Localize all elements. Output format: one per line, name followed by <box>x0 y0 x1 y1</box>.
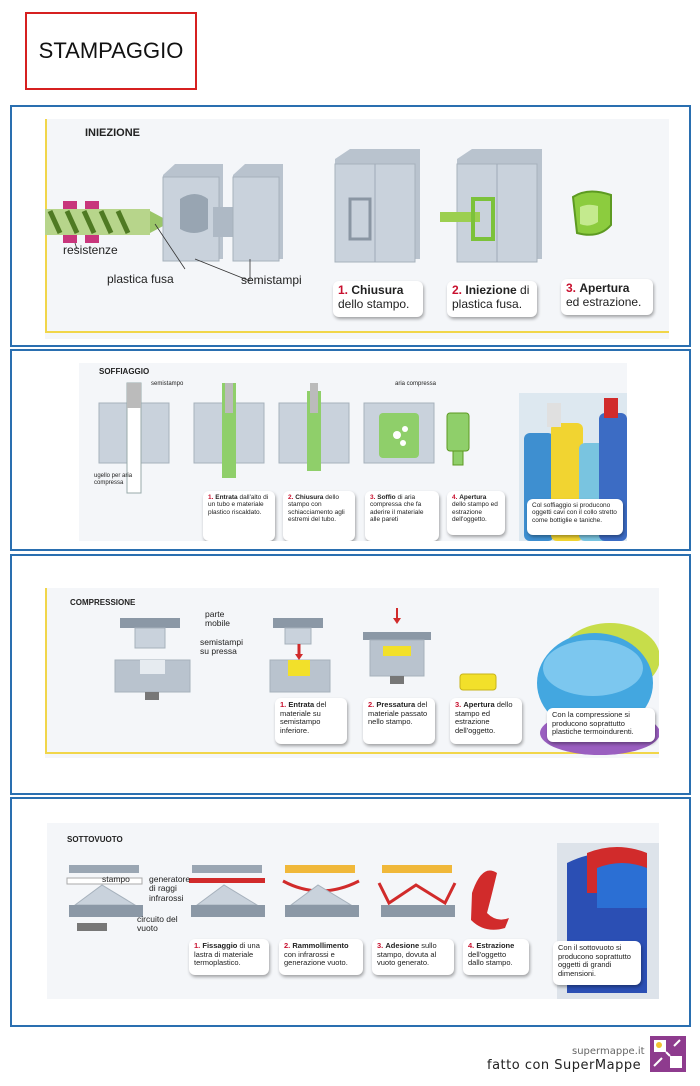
blow-panel: SOFFIAGGIO <box>10 349 691 551</box>
label-semistampo: semistampo <box>151 381 184 387</box>
step-bold: Iniezione <box>465 283 517 297</box>
step-bold: Chiusura <box>295 494 324 501</box>
step-bold: Entrata <box>215 494 238 501</box>
vacuum-step-3: 3. Adesione sullo stampo, dovuta al vuot… <box>372 939 454 975</box>
label-stampo: stampo <box>102 874 130 884</box>
injection-step-1: 1. Chiusura dello stampo. <box>333 281 423 317</box>
injection-step-2: 2. Iniezione di plastica fusa. <box>447 281 537 317</box>
step-bold: Entrata <box>288 700 315 709</box>
step-number: 2. <box>288 494 294 501</box>
compression-panel: COMPRESSIONE <box>10 554 691 795</box>
label-resistenze: resistenze <box>63 243 118 257</box>
step-text: di aria compressa che fa aderire il mate… <box>370 494 424 524</box>
compression-step-1: 1. Entrata del materiale su semistampo i… <box>275 698 347 744</box>
compression-note: Con la compressione si producono sopratt… <box>547 708 655 742</box>
step-bold: Soffio <box>377 494 396 501</box>
vacuum-panel: SOTTOVUOTO <box>10 797 691 1027</box>
blow-heading: SOFFIAGGIO <box>99 367 150 376</box>
step-bold: Apertura <box>579 281 630 295</box>
step-number: 2. <box>452 283 463 297</box>
step-number: 2. <box>284 941 291 950</box>
injection-illustration: INIEZIONE <box>45 119 669 339</box>
vacuum-step-2: 2. Rammollimento con infrarossi e genera… <box>279 939 363 975</box>
step-text: di una lastra di materiale termoplastico… <box>194 941 260 968</box>
step-number: 1. <box>338 283 349 297</box>
step-bold: Chiusura <box>351 283 404 297</box>
step-bold: Pressatura <box>376 700 416 709</box>
step-number: 2. <box>368 700 375 709</box>
step-text: dello stampo con schiacciamento agli est… <box>288 494 345 524</box>
step-text: del materiale su semistampo inferiore. <box>280 700 327 735</box>
step-bold: Estrazione <box>476 941 515 950</box>
label-semistampi-pressa: semistampi su pressa <box>200 637 243 657</box>
step-text: del materiale passato nello stampo. <box>368 700 428 727</box>
injection-step-3: 3. Apertura ed estrazione. <box>561 279 653 315</box>
compression-diagram <box>114 608 659 755</box>
step-text: dello stampo ed estrazione dell'oggetto. <box>455 700 513 735</box>
blow-illustration: SOFFIAGGIO <box>79 363 627 541</box>
step-number: 3. <box>455 700 462 709</box>
label-parte-mobile: parte mobile <box>205 609 231 629</box>
label-plastica-fusa: plastica fusa <box>107 272 174 286</box>
step-number: 3. <box>377 941 384 950</box>
step-number: 4. <box>468 941 475 950</box>
injection-diagram <box>45 149 612 282</box>
page-title: STAMPAGGIO <box>25 12 197 90</box>
supermappe-logo-icon <box>650 1036 686 1072</box>
vacuum-heading: SOTTOVUOTO <box>67 835 123 844</box>
step-text: di plastica fusa. <box>452 283 530 311</box>
blow-step-2: 2. Chiusura dello stampo con schiacciame… <box>283 491 355 541</box>
compression-illustration: COMPRESSIONE <box>45 588 659 758</box>
vacuum-step-4: 4. Estrazione dell'oggetto dallo stampo. <box>463 939 529 975</box>
compression-step-2: 2. Pressatura del materiale passato nell… <box>363 698 435 744</box>
step-text: ed estrazione. <box>566 294 642 309</box>
step-text: con infrarossi e generazione vuoto. <box>284 949 348 968</box>
step-bold: Apertura <box>459 494 487 501</box>
step-text: dell'oggetto dallo stampo. <box>468 949 513 968</box>
footer-made-with: fatto con SuperMappe <box>487 1058 642 1073</box>
step-text: sullo stampo, dovuta al vuoto generato. <box>377 941 437 968</box>
injection-heading: INIEZIONE <box>85 127 141 139</box>
step-number: 1. <box>208 494 214 501</box>
vacuum-illustration: SOTTOVUOTO <box>47 823 659 999</box>
step-number: 1. <box>194 941 201 950</box>
step-text: dello stampo ed estrazione dell'oggetto. <box>452 501 498 524</box>
step-text: dello stampo. <box>338 296 410 311</box>
blow-note: Col soffiaggio si producono oggetti cavi… <box>527 499 623 535</box>
label-ugello: ugello per aria compressa <box>94 473 133 486</box>
step-bold: Rammollimento <box>292 941 349 950</box>
step-bold: Adesione <box>385 941 420 950</box>
step-number: 3. <box>370 494 376 501</box>
blow-diagram <box>98 382 627 541</box>
label-semistampi: semistampi <box>241 273 302 287</box>
label-circuito: circuito del vuoto <box>137 914 178 934</box>
compression-step-3: 3. Apertura dello stampo ed estrazione d… <box>450 698 522 744</box>
vacuum-note: Con il sottovuoto si producono soprattut… <box>553 941 641 985</box>
footer-site[interactable]: supermappe.it <box>572 1046 645 1057</box>
blow-step-3: 3. Soffio di aria compressa che fa aderi… <box>365 491 439 541</box>
step-bold: Apertura <box>463 700 495 709</box>
label-aria-compressa: aria compressa <box>395 381 437 387</box>
step-number: 4. <box>452 494 458 501</box>
step-bold: Fissaggio <box>202 941 238 950</box>
blow-step-4: 4. Apertura dello stampo ed estrazione d… <box>447 491 505 535</box>
injection-panel: INIEZIONE <box>10 105 691 347</box>
step-number: 1. <box>280 700 287 709</box>
vacuum-step-1: 1. Fissaggio di una lastra di materiale … <box>189 939 269 975</box>
blow-step-1: 1. Entrata dall'alto di un tubo e materi… <box>203 491 275 541</box>
compression-heading: COMPRESSIONE <box>70 598 136 607</box>
label-generatore: generatore di raggi infrarossi <box>149 874 191 903</box>
step-text: dall'alto di un tubo e materiale plastic… <box>208 494 269 516</box>
step-number: 3. <box>566 281 577 295</box>
